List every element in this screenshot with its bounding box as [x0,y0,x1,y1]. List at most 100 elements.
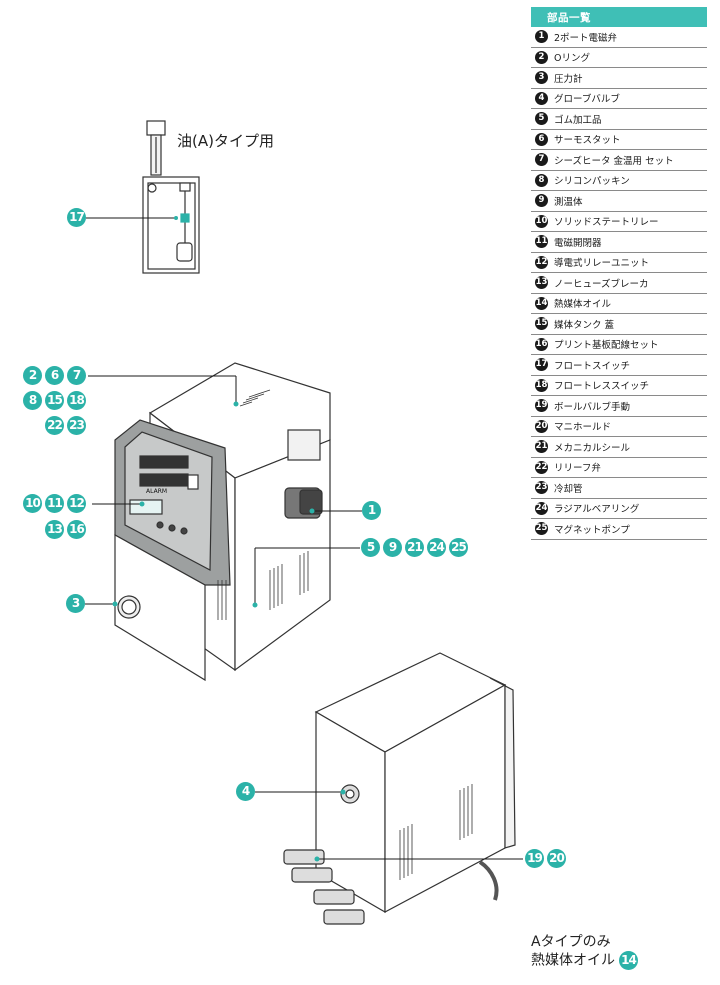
part-name: ノーヒューズブレーカ [554,278,649,290]
part-number-badge: 1 [535,30,548,44]
part-name: ラジアルベアリング [554,504,640,516]
part-number-badge: 18 [535,378,548,392]
panel-alarm-label: ALARM [146,488,168,495]
part-name: フロートスイッチ [554,360,631,372]
callout-badge-22: 22 [45,416,64,435]
main-unit-illustration [114,362,331,682]
part-name: ソリッドステートリレー [554,217,659,229]
callout-badge-1: 1 [362,501,381,520]
part-name: フロートレススイッチ [554,381,650,393]
callout-badge-21: 21 [405,538,424,557]
part-number-badge: 19 [535,399,548,413]
oil-note-badge: 14 [619,951,638,970]
parts-table-cell: 18 フロートレススイッチ [531,375,707,396]
part-name: 導電式リレーユニット [554,258,650,270]
part-number-badge: 12 [535,255,548,269]
part-number-badge: 8 [535,173,548,187]
parts-table-row: 21 メカニカルシール [531,436,707,458]
callout-badge-10: 10 [23,494,42,513]
callout-badge-12: 12 [67,494,86,513]
part-number-badge: 17 [535,358,548,372]
callout-badge-7: 7 [67,366,86,385]
parts-table-cell: 4 グローブバルブ [531,88,707,109]
callout-badge-13: 13 [45,520,64,539]
parts-table-cell: 5 ゴム加工品 [531,108,707,130]
part-name: 冷却管 [554,483,583,495]
callout-badge-3: 3 [66,594,85,613]
parts-table-row: 18 フロートレススイッチ [531,375,707,396]
parts-table-row: 19 ボールバルブ手動 [531,395,707,417]
part-name: シーズヒータ 金温用 セット [554,155,674,167]
parts-table-row: 5 ゴム加工品 [531,108,707,130]
part-number-badge: 9 [535,194,548,208]
parts-table-cell: 25 マグネットポンプ [531,518,707,540]
parts-table-row: 7 シーズヒータ 金温用 セット [531,149,707,171]
parts-table-row: 15 媒体タンク 蓋 [531,313,707,335]
parts-table-row: 25 マグネットポンプ [531,518,707,540]
part-number-badge: 7 [535,153,548,167]
float-switch-illustration [142,120,200,274]
rear-unit-illustration [283,652,516,925]
part-name: 熱媒体オイル [554,299,612,311]
part-number-badge: 20 [535,419,548,433]
part-number-badge: 14 [535,296,548,310]
part-name: 2ポート電磁弁 [554,32,618,44]
parts-table-row: 4 グローブバルブ [531,88,707,109]
parts-table-cell: 1 2ポート電磁弁 [531,27,707,48]
part-number-badge: 21 [535,440,548,454]
part-number-badge: 4 [535,91,548,105]
part-name: ゴム加工品 [554,114,602,126]
part-name: マグネットポンプ [554,524,630,536]
parts-table-header: 部品一覧 [531,7,707,27]
callout-badge-18: 18 [67,391,86,410]
part-name: 測温体 [554,196,583,208]
part-name: 媒体タンク 蓋 [554,319,615,331]
part-name: 圧力計 [554,73,583,85]
callout-badge-19: 19 [525,849,544,868]
callout-badge-15: 15 [45,391,64,410]
part-name: Oリング [554,53,590,65]
callout-badge-24: 24 [427,538,446,557]
part-name: メカニカルシール [554,442,631,454]
callout-badge-20: 20 [547,849,566,868]
part-number-badge: 22 [535,460,548,474]
part-number-badge: 6 [535,132,548,146]
part-number-badge: 15 [535,317,548,331]
part-name: リリーフ弁 [554,463,601,475]
part-name: ボールバルブ手動 [554,401,631,413]
callout-badge-4: 4 [236,782,255,801]
callout-badge-25: 25 [449,538,468,557]
parts-table-row: 9 測温体 [531,190,707,212]
callout-badge-9: 9 [383,538,402,557]
parts-table-row: 17 フロートスイッチ [531,354,707,376]
part-name: グローブバルブ [554,94,620,106]
callout-badge-16: 16 [67,520,86,539]
parts-table-cell: 15 媒体タンク 蓋 [531,313,707,335]
parts-table-cell: 19 ボールバルブ手動 [531,395,707,417]
part-number-badge: 25 [535,522,548,536]
part-name: 電磁開閉器 [554,237,602,249]
part-number-badge: 5 [535,112,548,126]
part-name: プリント基板配線セット [554,340,659,352]
callout-badge-6: 6 [45,366,64,385]
oil-note-text: 熱媒体オイル [531,952,615,969]
parts-table-cell: 9 測温体 [531,190,707,212]
parts-table-row: 22 リリーフ弁 [531,457,707,478]
